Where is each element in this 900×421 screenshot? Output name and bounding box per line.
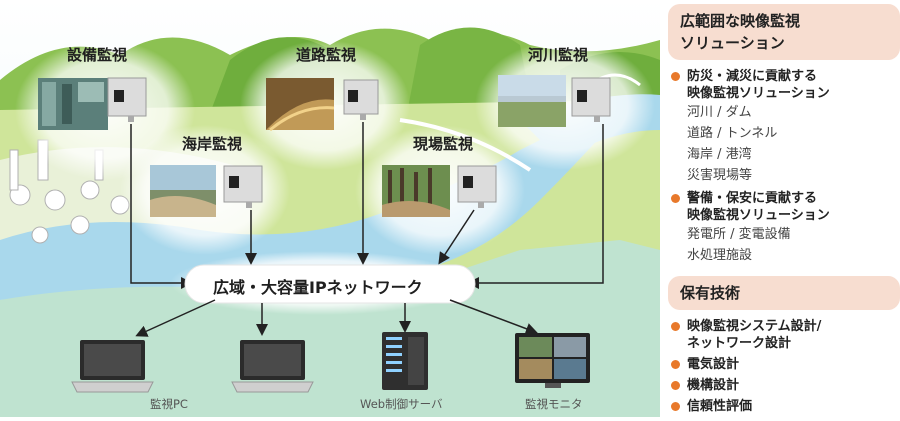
group2-item: 発電所 / 変電設備 <box>687 227 791 242</box>
tech-item-4: 信頼性評価 <box>668 398 900 415</box>
label-facility: 設備監視 <box>67 46 128 64</box>
bullet-dot-icon <box>671 381 680 390</box>
landscape-illustration <box>0 0 660 417</box>
surveillance-diagram: 設備監視 道路監視 河川監視 海岸監視 現場監視 広域・大容量IPネットワーク … <box>0 0 660 417</box>
tech-item-2-label: 電気設計 <box>687 357 740 372</box>
photo-road-tunnel <box>266 78 335 132</box>
bullet-dot-icon <box>671 322 680 331</box>
tech-item-1-line1: 映像監視システム設計/ <box>687 319 822 334</box>
group2-heading-line2: 映像監視ソリューション <box>687 208 830 223</box>
solutions-title: 広範囲な映像監視 ソリューション <box>668 4 900 60</box>
network-label: 広域・大容量IPネットワーク <box>213 278 423 297</box>
camera-coast-icon <box>223 165 263 208</box>
label-road: 道路監視 <box>296 46 357 64</box>
camera-site-icon <box>457 165 497 208</box>
server-icon <box>382 332 428 390</box>
label-monitor: 監視モニタ <box>525 397 583 411</box>
laptop-icon-1 <box>71 340 154 393</box>
group2-item: 水処理施設 <box>687 248 753 263</box>
camera-facility-icon <box>107 77 147 122</box>
laptop-icon-2 <box>231 340 314 393</box>
photo-river <box>498 75 566 127</box>
label-river: 河川監視 <box>528 46 589 64</box>
photo-facility <box>38 78 108 130</box>
photo-coast <box>150 165 216 217</box>
camera-river-icon <box>571 77 611 122</box>
group1-item: 海岸 / 港湾 <box>687 147 752 162</box>
solution-group-2: 警備・保安に貢献する 映像監視ソリューション <box>668 190 900 224</box>
group1-heading-line2: 映像監視ソリューション <box>687 86 830 101</box>
camera-road-icon <box>343 79 379 120</box>
tech-item-3: 機構設計 <box>668 377 900 394</box>
network-pill <box>184 264 476 304</box>
tech-item-3-label: 機構設計 <box>687 378 740 393</box>
tech-item-1: 映像監視システム設計/ ネットワーク設計 <box>668 318 900 352</box>
bullet-dot-icon <box>671 194 680 203</box>
tech-item-1-line2: ネットワーク設計 <box>687 336 792 351</box>
label-server: Web制御サーバ <box>360 397 443 411</box>
connection-arrows <box>130 122 604 289</box>
bullet-dot-icon <box>671 72 680 81</box>
group2-heading-line1: 警備・保安に貢献する <box>687 191 818 206</box>
monitor-icon <box>515 333 590 388</box>
label-field: 現場監視 <box>413 135 474 153</box>
terminal-arrows <box>135 299 538 337</box>
group1-item: 災害現場等 <box>687 168 753 183</box>
solutions-title-line1: 広範囲な映像監視 <box>680 12 801 30</box>
water <box>0 110 620 300</box>
tech-item-4-label: 信頼性評価 <box>687 399 753 414</box>
solution-group-1: 防災・減災に貢献する 映像監視ソリューション <box>668 68 900 102</box>
solutions-title-line2: ソリューション <box>680 34 785 52</box>
info-sidebar: 広範囲な映像監視 ソリューション 防災・減災に貢献する 映像監視ソリューション … <box>668 0 900 417</box>
label-coast: 海岸監視 <box>182 135 243 153</box>
group1-item: 道路 / トンネル <box>687 126 778 141</box>
tech-title: 保有技術 <box>668 276 900 310</box>
photo-site <box>382 165 450 217</box>
label-pc: 監視PC <box>150 397 188 411</box>
group1-item: 河川 / ダム <box>687 105 752 120</box>
bullet-dot-icon <box>671 402 680 411</box>
group1-heading-line1: 防災・減災に貢献する <box>687 69 818 84</box>
tech-item-2: 電気設計 <box>668 356 900 373</box>
bullet-dot-icon <box>671 360 680 369</box>
